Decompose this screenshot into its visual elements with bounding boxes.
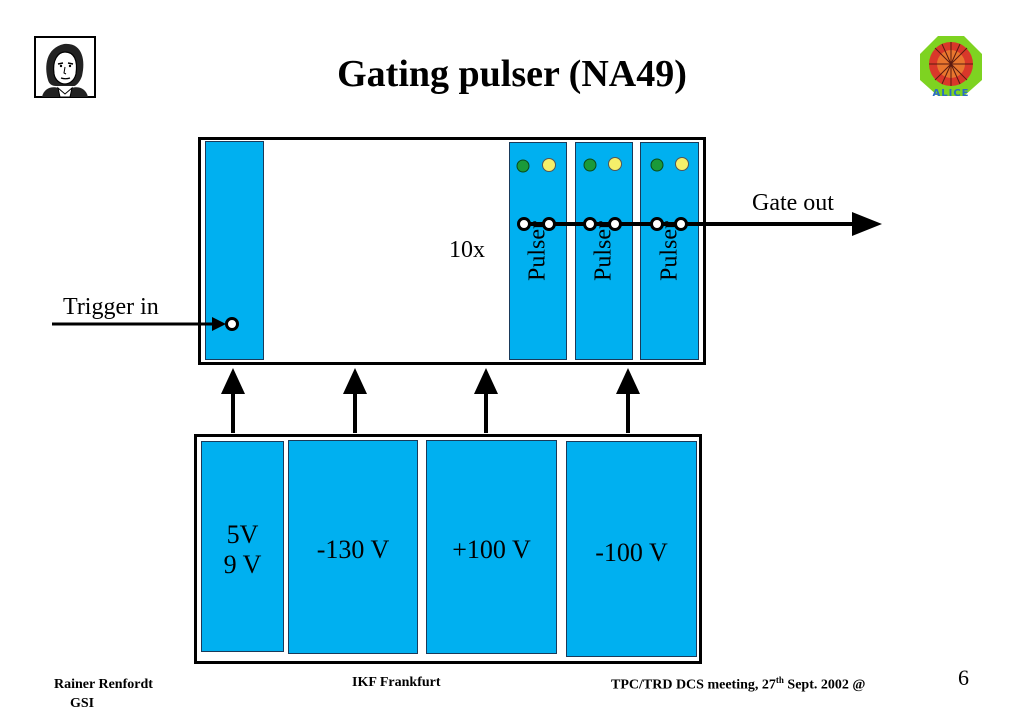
trigger-in-line bbox=[52, 317, 239, 331]
arrow-right-icon bbox=[852, 212, 882, 236]
arrow-up-icon bbox=[616, 368, 640, 394]
page-title: Gating pulser (NA49) bbox=[337, 53, 687, 95]
footer-meeting-superscript: th bbox=[775, 675, 784, 685]
arrow-right-icon bbox=[212, 317, 226, 331]
alice-logo-icon: ALICE bbox=[918, 34, 984, 100]
pulser-card: Pulser bbox=[509, 142, 567, 360]
psu-voltage-label: 5V bbox=[226, 520, 259, 549]
led-yellow-icon bbox=[675, 157, 689, 171]
goethe-portrait-icon bbox=[34, 36, 96, 98]
footer-author-name: Rainer Renfordt bbox=[54, 677, 153, 692]
page-number: 6 bbox=[958, 665, 969, 690]
psu-unit-minus-100v: -100 V bbox=[566, 441, 697, 657]
gate-out-label: Gate out bbox=[752, 190, 834, 216]
led-green-icon bbox=[650, 158, 664, 172]
psu-voltage-label: 9 V bbox=[223, 550, 262, 579]
footer-institute: IKF Frankfurt bbox=[352, 675, 441, 690]
arrow-up-icon bbox=[343, 368, 367, 394]
trigger-in-label: Trigger in bbox=[63, 294, 159, 320]
footer-meeting-text: TPC/TRD DCS meeting, 27 bbox=[611, 677, 776, 693]
pulser-card: Pulser bbox=[575, 142, 633, 360]
svg-text:ALICE: ALICE bbox=[932, 88, 969, 99]
power-arrows bbox=[221, 368, 640, 433]
footer-author-affiliation: GSI bbox=[70, 696, 95, 711]
connector-icon bbox=[608, 217, 622, 231]
gate-connectors bbox=[517, 217, 688, 231]
psu-unit-minus-130v: -130 V bbox=[288, 440, 418, 654]
footer-author: Rainer Renfordt GSI bbox=[54, 675, 153, 713]
psu-unit-5v-9v: 5V 9 V bbox=[201, 441, 284, 652]
psu-voltage-label: -100 V bbox=[595, 538, 668, 567]
connector-icon bbox=[517, 217, 531, 231]
led-yellow-icon bbox=[542, 158, 556, 172]
connector-icon bbox=[674, 217, 688, 231]
pulser-card: Pulser bbox=[640, 142, 699, 360]
arrow-up-icon bbox=[221, 368, 245, 394]
connector-icon bbox=[542, 217, 556, 231]
footer-meeting: TPC/TRD DCS meeting, 27th Sept. 2002 @ bbox=[611, 675, 865, 694]
footer-meeting-date: Sept. 2002 @ bbox=[783, 677, 866, 693]
psu-voltage-label: +100 V bbox=[452, 535, 531, 564]
multiplier-label: 10x bbox=[449, 237, 485, 263]
connector-icon bbox=[583, 217, 597, 231]
status-leds bbox=[516, 157, 689, 173]
led-yellow-icon bbox=[608, 157, 622, 171]
connector-icon bbox=[650, 217, 664, 231]
gate-out-line bbox=[523, 212, 882, 236]
psu-voltage-label: -130 V bbox=[316, 535, 390, 564]
led-green-icon bbox=[516, 159, 530, 173]
led-green-icon bbox=[583, 158, 597, 172]
connector-icon bbox=[225, 317, 239, 331]
arrow-up-icon bbox=[474, 368, 498, 394]
psu-unit-plus-100v: +100 V bbox=[426, 440, 557, 654]
